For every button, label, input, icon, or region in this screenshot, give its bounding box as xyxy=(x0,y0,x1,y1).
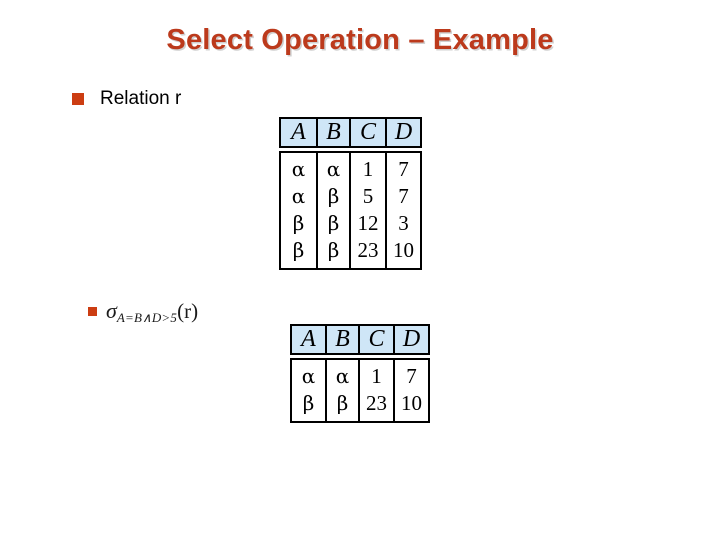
table-cell: 5 xyxy=(362,184,374,208)
column-header-d: D xyxy=(395,326,428,353)
table-cell: β xyxy=(336,391,349,415)
table-column-d: 7 7 3 10 xyxy=(387,153,420,268)
square-bullet-icon xyxy=(72,93,84,105)
table-body: α α β β α β β β 1 5 12 23 7 7 3 10 xyxy=(279,151,422,270)
table-relation-r: A B C D α α β β α β β β 1 5 12 23 7 7 3 … xyxy=(279,117,422,270)
bullet-item-relation-r: Relation r xyxy=(72,88,181,110)
table-column-b: α β xyxy=(327,360,360,421)
sigma-condition-subscript: A=B∧D>5 xyxy=(116,310,178,326)
table-cell: 1 xyxy=(362,157,374,181)
table-cell: α xyxy=(291,184,306,208)
column-header-b: B xyxy=(318,119,351,146)
table-cell: β xyxy=(292,211,305,235)
table-cell: α xyxy=(335,364,350,388)
column-header-d: D xyxy=(387,119,420,146)
table-cell: β xyxy=(292,238,305,262)
table-cell: 10 xyxy=(393,238,414,262)
table-cell: α xyxy=(301,364,316,388)
column-header-c: C xyxy=(351,119,387,146)
selection-formula: σA=B∧D>5(r) xyxy=(106,298,199,326)
column-header-b: B xyxy=(327,326,360,353)
table-header-row: A B C D xyxy=(279,117,422,148)
table-cell: 7 xyxy=(406,364,417,388)
column-header-c: C xyxy=(360,326,395,353)
table-cell: 7 xyxy=(398,184,409,208)
table-cell: α xyxy=(326,157,341,181)
table-cell: 10 xyxy=(401,391,422,415)
table-column-a: α β xyxy=(292,360,327,421)
table-cell: β xyxy=(327,184,340,208)
table-cell: 1 xyxy=(371,364,382,388)
column-header-a: A xyxy=(281,119,318,146)
bullet-label-relation-r: Relation r xyxy=(100,88,182,109)
table-cell: β xyxy=(302,391,315,415)
table-column-c: 1 23 xyxy=(360,360,395,421)
table-cell: 3 xyxy=(398,211,409,235)
table-column-d: 7 10 xyxy=(395,360,428,421)
table-cell: 12 xyxy=(357,211,379,235)
table-cell: β xyxy=(327,211,340,235)
table-cell: 7 xyxy=(398,157,409,181)
table-body: α β α β 1 23 7 10 xyxy=(290,358,430,423)
page-title: Select Operation – Example xyxy=(166,24,554,56)
table-cell: 23 xyxy=(357,238,379,262)
table-cell: β xyxy=(327,238,340,262)
table-column-a: α α β β xyxy=(281,153,318,268)
table-cell: α xyxy=(291,157,306,181)
table-cell: 23 xyxy=(366,391,387,415)
table-selection-result: A B C D α β α β 1 23 7 10 xyxy=(290,324,430,423)
column-header-a: A xyxy=(292,326,327,353)
square-bullet-icon xyxy=(88,306,97,316)
table-header-row: A B C D xyxy=(290,324,430,355)
bullet-item-sigma-expression: σA=B∧D>5(r) xyxy=(88,300,198,324)
table-column-c: 1 5 12 23 xyxy=(351,153,387,268)
sigma-argument: (r) xyxy=(177,299,199,323)
sigma-operator-symbol: σ xyxy=(106,298,117,323)
table-column-b: α β β β xyxy=(318,153,351,268)
